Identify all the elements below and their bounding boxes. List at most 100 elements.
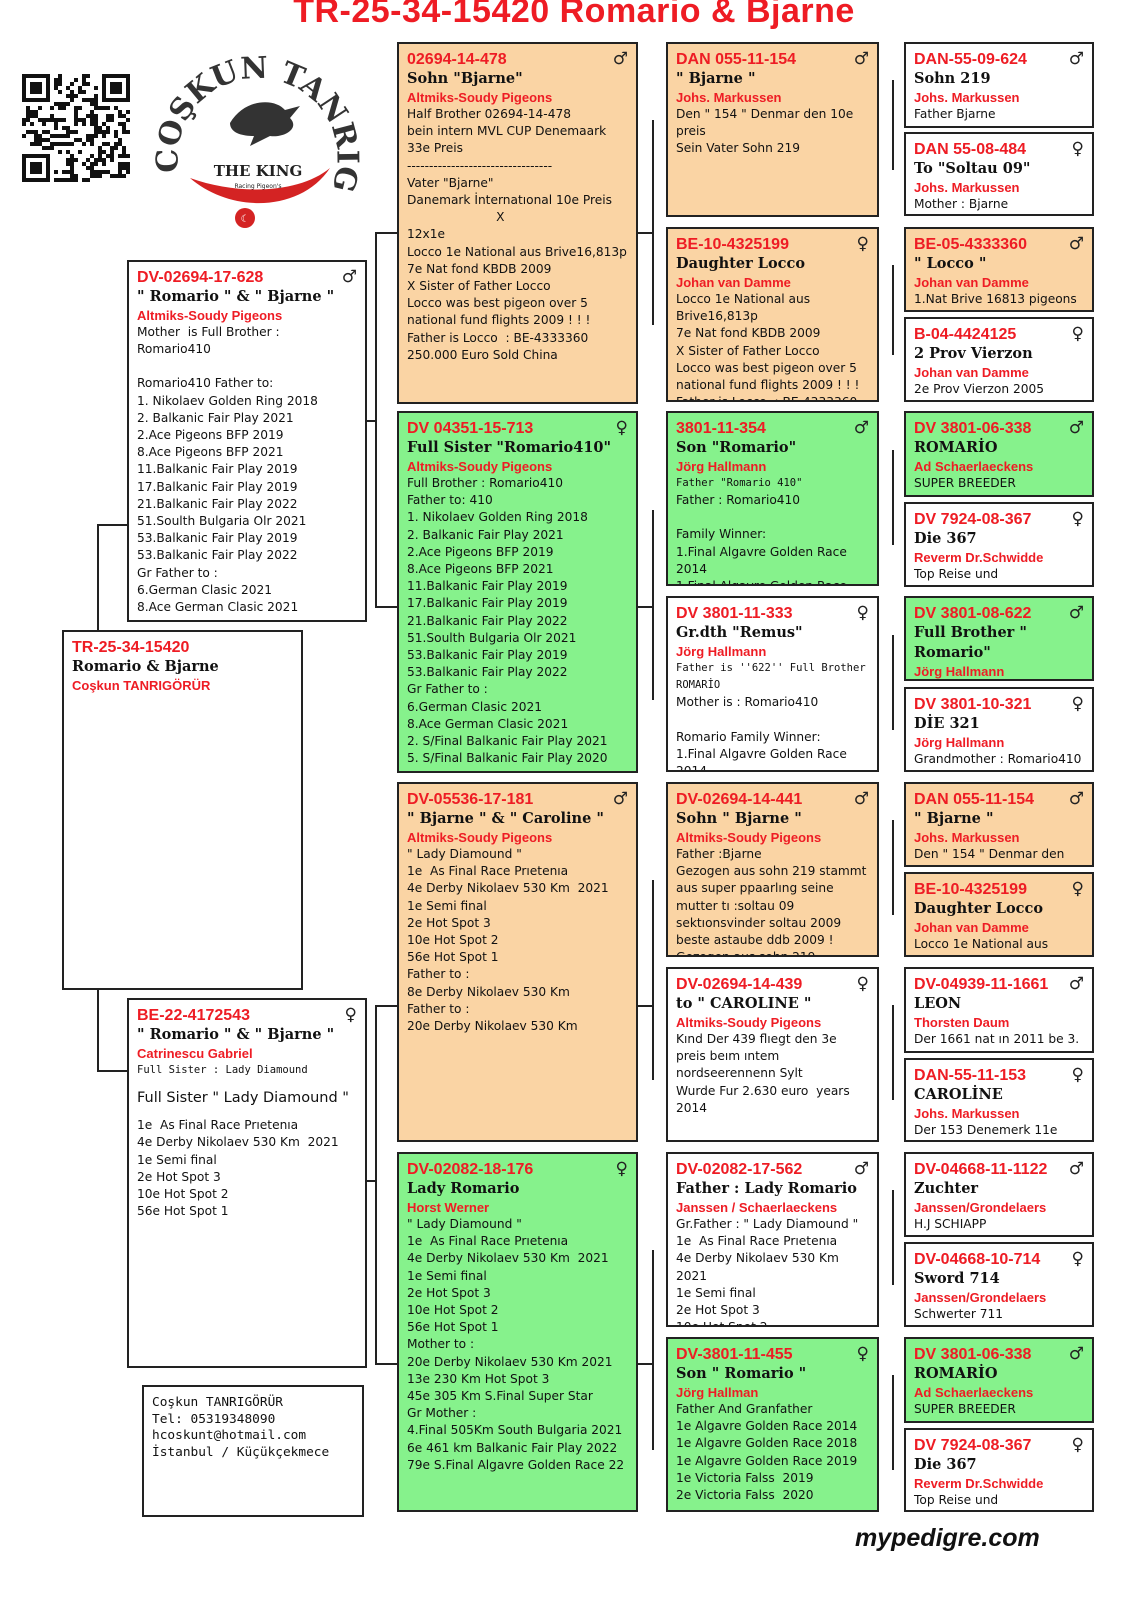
note-line: 1e Victoria Falss 2019: [676, 1470, 814, 1485]
note-line: 53.Balkanic Fair Play 2022: [137, 548, 298, 563]
note-line: preis beım ıntem: [676, 1049, 780, 1064]
ddd-card[interactable]: DV-3801-11-455♀Son " Romario "Jörg Hallm…: [666, 1337, 879, 1512]
breeder-name: Altmiks-Soudy Pigeons: [407, 830, 553, 845]
male-symbol-icon: ♂: [1068, 1159, 1084, 1179]
female-symbol-icon: ♀: [1071, 1249, 1084, 1269]
note-line: 2014: [676, 764, 708, 772]
note-line: 2. Balkanic Fair Play 2021: [137, 410, 294, 425]
dam-card[interactable]: BE-22-4172543♀" Romario " & " Bjarne "Ca…: [127, 998, 367, 1368]
bird-name: ROMARİO: [914, 439, 998, 456]
logo-image: COŞKUN TANRIGÖRÜR THE KING Racing Pigeon…: [150, 28, 360, 228]
note-line: ---------------------------------: [407, 158, 553, 173]
notes: Top Reise und: [914, 566, 1084, 583]
connector: [652, 510, 654, 700]
card-header: DV-02694-17-628♂: [137, 268, 357, 287]
contact-email[interactable]: hcoskunt@hotmail.com: [152, 1428, 307, 1443]
note-line: 5. S/Final Balkanic Fair Play 2020: [407, 751, 608, 766]
ring-number: DV 04351-15-713: [407, 420, 534, 437]
female-symbol-icon: ♀: [856, 603, 869, 623]
breeder-name: Ad Schaerlaeckens: [914, 459, 1034, 474]
connector: [892, 80, 894, 170]
contact-box: Coşkun TANRIGÖRÜR Tel: 05319348090 hcosk…: [142, 1385, 364, 1517]
note-line: 1e Semi final: [137, 1152, 217, 1167]
sire-sire-card[interactable]: 02694-14-478♂Sohn "Bjarne"Altmiks-Soudy …: [397, 42, 638, 404]
ring-number: BE-10-4325199: [914, 881, 1027, 898]
card-header: DV-02082-17-562♂: [676, 1160, 869, 1179]
female-symbol-icon: ♀: [1071, 1065, 1084, 1085]
sdd-card[interactable]: DV 3801-11-333♀Gr.dth "Remus"Jörg Hallma…: [666, 596, 879, 772]
notes: SUPER BREEDER: [914, 1401, 1084, 1418]
note-line: 1e As Final Race Prıetenıa: [407, 864, 569, 879]
note-line: 21.Balkanic Fair Play 2022: [137, 496, 298, 511]
sss-card[interactable]: DAN 055-11-154♂" Bjarne "Johs. Markussen…: [666, 42, 879, 217]
breeder-name: Altmiks-Soudy Pigeons: [407, 459, 553, 474]
female-symbol-icon: ♀: [856, 1344, 869, 1364]
bird-name: Sohn 219: [914, 70, 991, 87]
bird-name: Sohn "Bjarne": [407, 70, 523, 87]
bird-name: Full Sister "Romario410": [407, 439, 612, 456]
dsd-card[interactable]: DV-02694-14-439♀to " CAROLINE "Altmiks-S…: [666, 967, 879, 1142]
note-line: 2e Hot Spot 3: [407, 915, 491, 930]
card-header: BE-10-4325199♀: [676, 235, 869, 254]
card-header: DV 3801-11-333 ♀: [676, 604, 869, 623]
male-symbol-icon: ♂: [853, 49, 869, 69]
main-bird-card[interactable]: TR-25-34-15420 Romario & Bjarne Coşkun T…: [62, 630, 303, 990]
note-line: 1.Final Algavre Golden Race: [676, 746, 847, 761]
sire-card[interactable]: DV-02694-17-628♂" Romario " & " Bjarne "…: [127, 260, 367, 622]
card-header: DV-3801-11-455♀: [676, 1345, 869, 1364]
note-line: Father :Bjarne: [676, 847, 762, 861]
connector: [638, 1363, 654, 1365]
card-header: BE-22-4172543♀: [137, 1006, 357, 1025]
breeder-name: Jörg Hallman: [676, 1385, 759, 1400]
note-line: Father to :: [407, 1001, 470, 1016]
note-line: Gezogen aus sohn 219 stammt: [676, 864, 867, 879]
ring-number: DV 3801-11-333: [676, 605, 793, 622]
note-line: Der 1661 nat ın 2011 be 3.: [914, 1032, 1080, 1046]
note-line: 21.Balkanic Fair Play 2022: [407, 613, 568, 628]
note-line: 8.Ace Pigeons BFP 2021: [137, 445, 284, 460]
breeder-name: Janssen/Grondelaers: [914, 1290, 1047, 1305]
sire-dam-card[interactable]: DV 04351-15-713♀Full Sister "Romario410"…: [397, 411, 638, 773]
breeder-name: Johan van Damme: [676, 275, 791, 290]
breeder-name: Coşkun TANRIGÖRÜR: [72, 678, 211, 693]
note-line: 45e 305 Km S.Final Super Star: [407, 1389, 593, 1404]
note-line: 17.Balkanic Fair Play 2019: [137, 479, 298, 494]
dam-sire-card[interactable]: DV-05536-17-181♂" Bjarne " & " Caroline …: [397, 782, 638, 1142]
note-line: 1. Nikolaev Golden Ring 2018: [407, 510, 588, 525]
connector: [652, 1250, 654, 1450]
gen4-card-2[interactable]: DAN 55-08-484♀To "Soltau 09"Johs. Markus…: [904, 132, 1094, 216]
connector: [892, 820, 894, 915]
card-header: DV-05536-17-181♂: [407, 790, 628, 809]
note-line: 1e Semi final: [407, 898, 487, 913]
gen4-card-9[interactable]: DAN 055-11-154♂" Bjarne "Johs. Markussen…: [904, 782, 1094, 867]
dss-card[interactable]: DV-02694-14-441♂Sohn " Bjarne "Altmiks-S…: [666, 782, 879, 957]
note-line: Grandmother : Romario410: [914, 752, 1082, 766]
bird-name: Romario & Bjarne: [72, 658, 219, 675]
gen4-card-7[interactable]: DV 3801-08-622♂Full Brother "Romario"Jör…: [904, 596, 1094, 681]
contact-location: İstanbul / Küçükçekmece: [152, 1444, 330, 1460]
breeder-name: Jörg Hallmann: [676, 644, 767, 659]
card-header: DAN 055-11-154♂: [676, 50, 869, 69]
female-symbol-icon: ♀: [1071, 509, 1084, 529]
breeder-name: Jörg Hallmann: [914, 735, 1005, 750]
contact-phone[interactable]: Tel: 05319348090: [152, 1411, 276, 1427]
